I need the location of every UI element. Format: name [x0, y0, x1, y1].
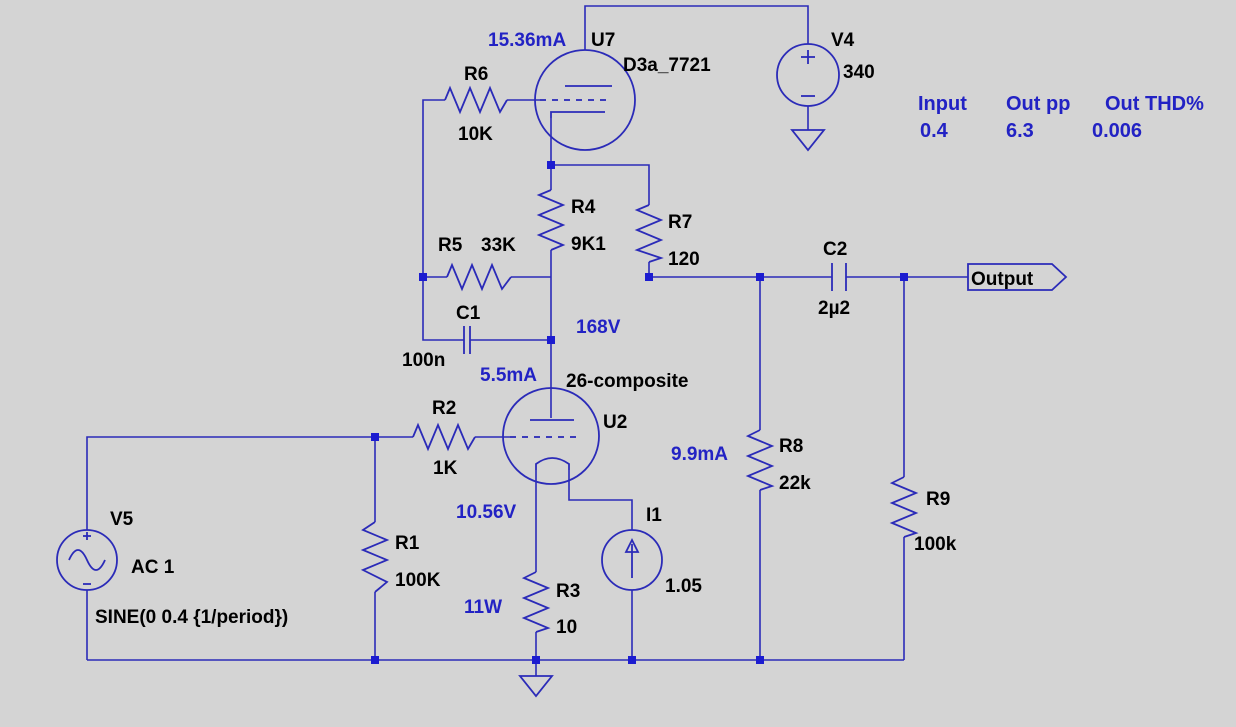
r7-ref: R7 — [668, 212, 692, 233]
resistor-r1-symbol — [360, 521, 390, 593]
r8-current: 9.9mA — [671, 444, 728, 465]
ac-source-v5-symbol — [56, 529, 118, 591]
v5-value: AC 1 — [131, 557, 175, 578]
r3-ref: R3 — [556, 581, 580, 602]
v4-value: 340 — [843, 62, 875, 83]
u7-current: 15.36mA — [488, 30, 566, 51]
u2-current: 5.5mA — [480, 365, 537, 386]
r3-power: 11W — [464, 597, 502, 618]
r9-ref: R9 — [926, 489, 950, 510]
results-header-out-pp: Out pp — [1006, 93, 1070, 115]
results-value-input: 0.4 — [920, 120, 949, 142]
r5-ref: R5 — [438, 235, 463, 256]
r2-value: 1K — [433, 458, 458, 479]
u7-ref: U7 — [591, 30, 615, 51]
resistor-r9-symbol — [889, 476, 919, 538]
anode-voltage: 168V — [576, 317, 621, 338]
results-table: Input Out pp Out THD% 0.4 6.3 0.006 — [918, 93, 1204, 142]
c1-value: 100n — [402, 350, 445, 371]
u2-ref: U2 — [603, 412, 627, 433]
capacitor-c2-symbol — [831, 263, 847, 291]
r6-ref: R6 — [464, 64, 488, 85]
results-value-out-pp: 6.3 — [1006, 120, 1034, 142]
tube-u7-symbol — [534, 49, 636, 151]
v5-spec: SINE(0 0.4 {1/period}) — [95, 607, 288, 628]
resistor-r4-symbol — [536, 189, 566, 251]
resistor-r3-symbol — [521, 571, 551, 633]
r2-ref: R2 — [432, 398, 456, 419]
resistor-r8-symbol — [745, 429, 775, 491]
r5-value: 33K — [481, 235, 516, 256]
r4-ref: R4 — [571, 197, 596, 218]
wires — [86, 5, 968, 676]
r8-ref: R8 — [779, 436, 803, 457]
r9-value: 100k — [914, 534, 957, 555]
i1-value: 1.05 — [665, 576, 702, 597]
current-source-i1-symbol — [601, 529, 663, 591]
r7-value: 120 — [668, 249, 700, 270]
results-value-out-thd: 0.006 — [1092, 120, 1142, 142]
r4-value: 9K1 — [571, 234, 606, 255]
i1-ref: I1 — [646, 505, 662, 526]
r6-value: 10K — [458, 124, 493, 145]
cathode-voltage: 10.56V — [456, 502, 517, 523]
r1-ref: R1 — [395, 533, 420, 554]
r8-value: 22k — [779, 473, 811, 494]
output-port: Output — [967, 263, 1068, 291]
u7-model: D3a_7721 — [623, 55, 711, 76]
r1-value: 100K — [395, 570, 441, 591]
results-header-out-thd: Out THD% — [1105, 93, 1204, 115]
resistor-r5-symbol — [446, 262, 512, 292]
ground-icon — [518, 675, 554, 698]
tube-u2-symbol — [502, 387, 600, 485]
v4-ref: V4 — [831, 30, 855, 51]
c2-value: 2µ2 — [818, 298, 850, 319]
junctions — [371, 161, 908, 664]
resistor-r7-symbol — [634, 204, 664, 263]
c2-ref: C2 — [823, 239, 847, 260]
results-header-input: Input — [918, 93, 967, 115]
c1-ref: C1 — [456, 303, 481, 324]
capacitor-c1-symbol — [463, 326, 471, 354]
resistor-r2-symbol — [412, 422, 476, 452]
output-port-label: Output — [971, 269, 1034, 290]
u2-model: 26-composite — [566, 371, 688, 392]
v5-ref: V5 — [110, 509, 134, 530]
r3-value: 10 — [556, 617, 577, 638]
voltage-source-v4-symbol — [776, 43, 840, 107]
resistor-r6-symbol — [444, 85, 508, 115]
ground-icon — [790, 129, 826, 152]
